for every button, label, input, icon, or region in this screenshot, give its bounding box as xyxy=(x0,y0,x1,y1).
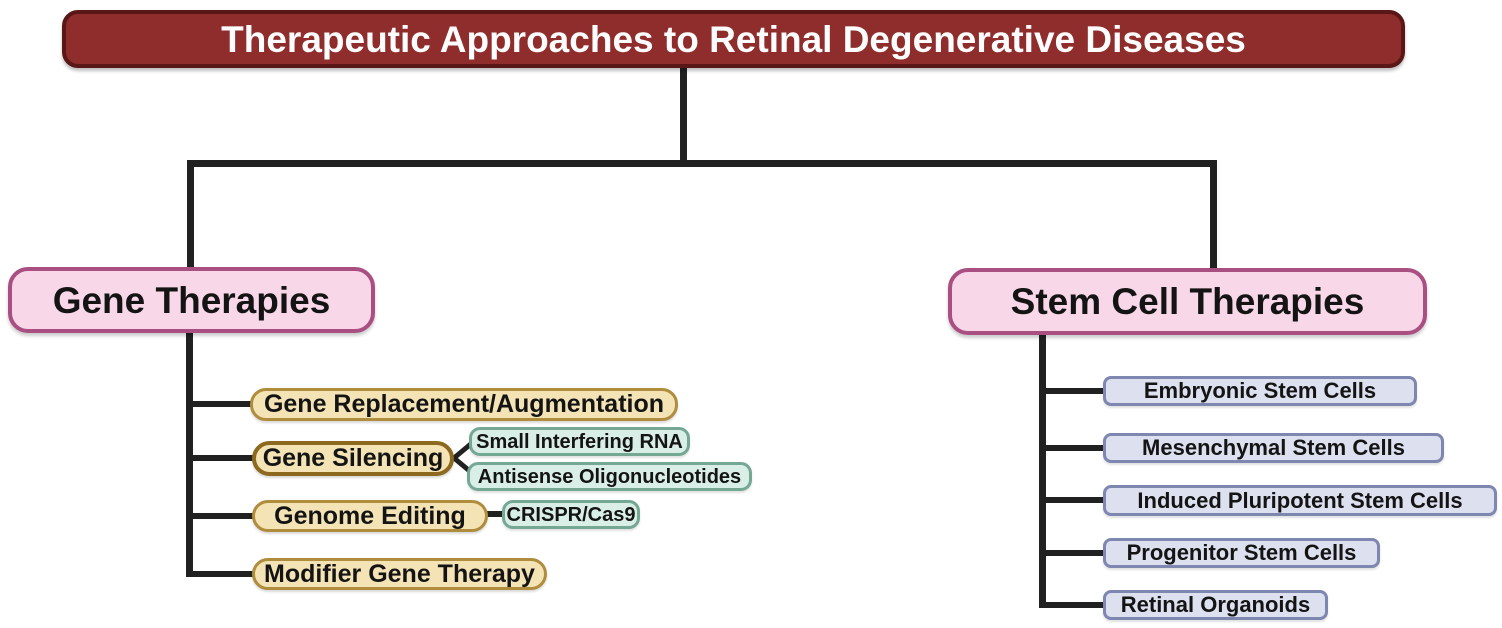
antisense-oligonucleotides-node: Antisense Oligonucleotides xyxy=(467,462,752,491)
mesenchymal-stem-cells-node: Mesenchymal Stem Cells xyxy=(1103,433,1444,463)
retinal-organoids-node: Retinal Organoids xyxy=(1103,590,1328,620)
title-banner: Therapeutic Approaches to Retinal Degene… xyxy=(62,10,1405,68)
tick-retinal xyxy=(1044,602,1104,608)
gene-replacement-node: Gene Replacement/Augmentation xyxy=(250,388,678,421)
tick-modifier-gene xyxy=(190,571,253,577)
tick-genome-editing xyxy=(190,513,253,519)
connector-to-stem-therapies xyxy=(1210,163,1217,268)
progenitor-stem-cells-node: Progenitor Stem Cells xyxy=(1103,538,1380,568)
induced-pluripotent-stem-cells-node: Induced Pluripotent Stem Cells xyxy=(1103,485,1497,516)
tick-progenitor xyxy=(1044,550,1104,556)
tick-crispr xyxy=(486,511,504,517)
tick-gene-replacement xyxy=(190,401,252,407)
tick-gene-silencing xyxy=(190,455,254,461)
connector-title-down xyxy=(680,66,687,163)
stem-cell-therapies-node: Stem Cell Therapies xyxy=(948,268,1427,335)
connector-main-horizontal xyxy=(187,160,1217,167)
crispr-cas9-node: CRISPR/Cas9 xyxy=(502,500,640,529)
small-interfering-rna-node: Small Interfering RNA xyxy=(469,427,690,456)
tick-mesenchymal xyxy=(1044,445,1104,451)
modifier-gene-therapy-node: Modifier Gene Therapy xyxy=(252,558,547,590)
genome-editing-node: Genome Editing xyxy=(252,500,488,532)
gene-silencing-node: Gene Silencing xyxy=(252,441,454,476)
embryonic-stem-cells-node: Embryonic Stem Cells xyxy=(1103,376,1417,406)
connector-to-gene-therapies xyxy=(187,163,194,267)
gene-trunk xyxy=(186,333,193,577)
tick-induced xyxy=(1044,497,1104,503)
gene-therapies-node: Gene Therapies xyxy=(8,267,375,333)
tick-embryonic xyxy=(1044,388,1104,394)
stem-trunk xyxy=(1039,335,1046,608)
gene-silencing-split-connector xyxy=(451,440,475,476)
